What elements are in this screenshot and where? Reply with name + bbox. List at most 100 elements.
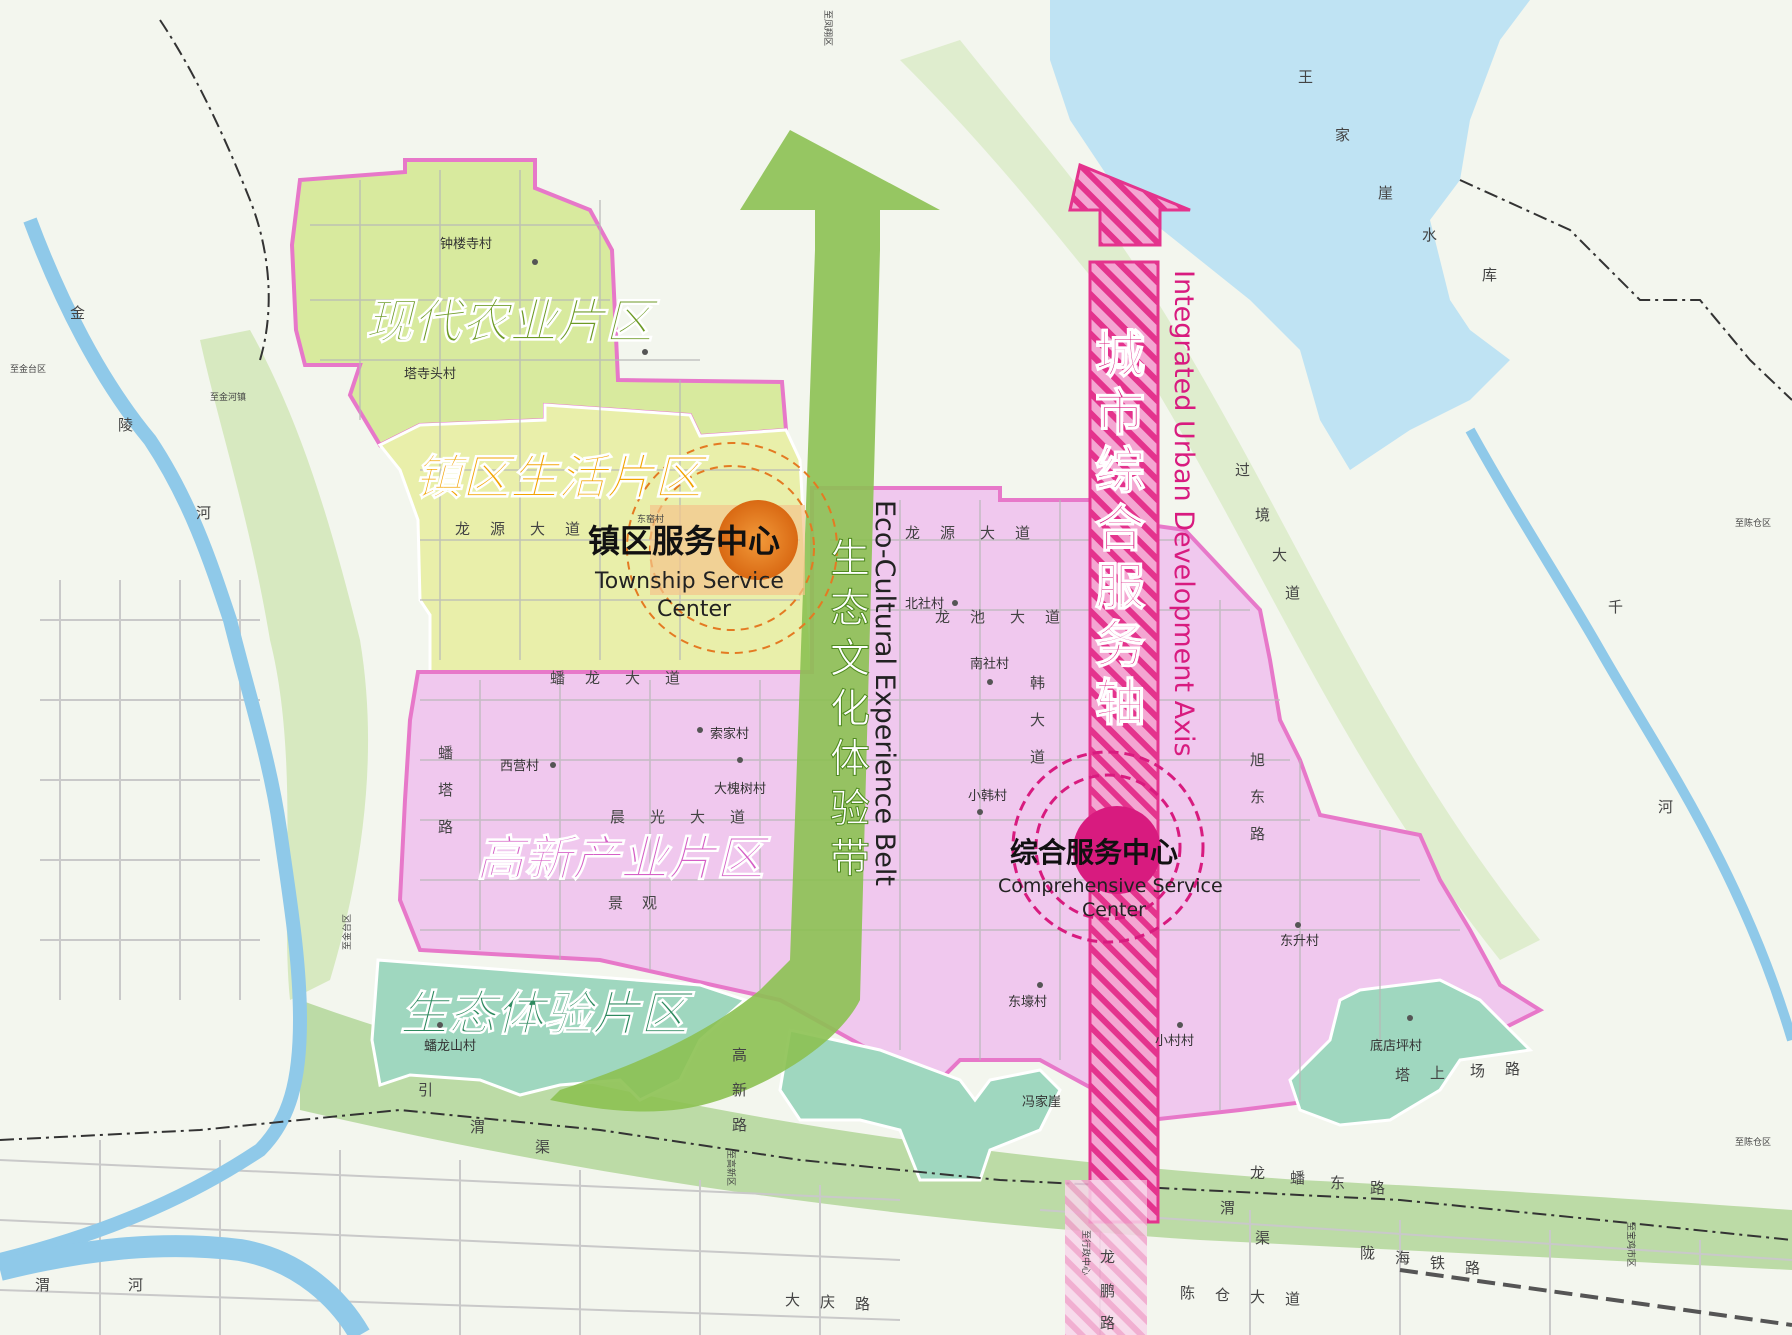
road-char: 源 — [940, 524, 955, 542]
road-char: 千 — [1608, 598, 1623, 616]
village-label: 塔寺头村 — [404, 367, 456, 382]
village-dot-icon — [532, 259, 538, 265]
road-char: 塔 — [438, 781, 453, 799]
road-char: 观 — [642, 894, 657, 912]
road-char: 东 — [1250, 788, 1265, 806]
road-char: 韩 — [1030, 674, 1045, 692]
road-char: 库 — [1482, 266, 1497, 284]
township-service-center — [626, 442, 838, 654]
road-char: 龙 — [905, 524, 920, 542]
village-label: 东升村 — [1280, 934, 1319, 949]
road-char: 渠 — [535, 1138, 550, 1156]
eco-belt-char: 带 — [830, 836, 870, 882]
urban-axis-char: 城 — [1095, 326, 1145, 384]
township-center-en2: Center — [657, 597, 732, 622]
road-char: 渠 — [1255, 1229, 1270, 1247]
zone-label-town: 镇区生活片区 — [414, 450, 709, 506]
road-char: 高 — [732, 1046, 747, 1064]
road-tag: 至陈仓区 — [1735, 517, 1771, 529]
road-char: 池 — [970, 608, 985, 626]
zone-eco-middle — [778, 1028, 1062, 1182]
road-char: 晨 — [610, 808, 625, 826]
road-char: 光 — [650, 808, 665, 826]
village-dot-icon — [437, 1022, 443, 1028]
road-char: 大 — [530, 520, 545, 538]
road-char: 大 — [785, 1291, 800, 1309]
urban-axis-bar-fade — [1065, 1180, 1147, 1335]
village-label: 东壕村 — [1008, 994, 1047, 1010]
township-center-en1: Township Service — [594, 569, 784, 594]
green-hill-band-east — [1100, 290, 1540, 960]
eco-belt-arrow — [550, 130, 940, 1112]
road-char: 大 — [625, 669, 640, 687]
road-char: 崖 — [1378, 184, 1393, 202]
road-char: 龙 — [935, 608, 950, 626]
road-char: 陇 — [1360, 1244, 1375, 1262]
township-center-cn: 镇区服务中心 — [588, 522, 780, 560]
railway — [1399, 1268, 1792, 1327]
road-char: 龙 — [1250, 1164, 1265, 1182]
urban-axis-char: 务 — [1095, 616, 1145, 674]
village-label: 西营村 — [500, 759, 539, 774]
village-label: 大槐树村 — [714, 781, 766, 797]
road-tag: 至金台区 — [10, 363, 46, 375]
road-char: 路 — [732, 1116, 747, 1134]
road-char: 道 — [1285, 1290, 1300, 1308]
village-dot-icon — [1177, 1022, 1183, 1028]
road-labels: 龙 源 大 道 龙 源 大 道 蟠 龙 大 道 龙 池 大 道 晨 光 大 道 … — [35, 68, 1673, 1332]
road-char: 道 — [730, 808, 745, 826]
road-tag: 至宝鸡市区 — [1625, 1222, 1637, 1267]
road-char: 道 — [665, 669, 680, 687]
urban-axis-arrow-head — [1068, 162, 1191, 247]
road-char: 河 — [1658, 798, 1673, 816]
road-char: 大 — [980, 524, 995, 542]
road-char: 路 — [1250, 825, 1265, 843]
zone-eco-east — [1288, 978, 1534, 1127]
village-dot-icon — [987, 679, 993, 685]
urban-axis-char: 服 — [1095, 558, 1145, 616]
road-char: 龙 — [1100, 1248, 1115, 1266]
road-char: 陵 — [118, 416, 133, 434]
road-char: 路 — [1465, 1259, 1480, 1277]
road-char: 蟠 — [550, 669, 565, 687]
green-hill-band-west — [200, 330, 369, 1000]
village-label: 南社村 — [970, 656, 1009, 672]
village-dot-icon — [977, 809, 983, 815]
village-dot-icon — [642, 349, 648, 355]
road-char: 道 — [1015, 524, 1030, 542]
village-label: 冯家崖 — [1022, 1094, 1061, 1110]
road-tag: 至金台区 — [341, 914, 353, 950]
village-dot-icon — [952, 600, 958, 606]
road-tag: 至高新区 — [725, 1150, 737, 1186]
road-char: 龙 — [455, 520, 470, 538]
road-char: 塔 — [1395, 1066, 1410, 1084]
road-char: 家 — [1335, 126, 1350, 144]
village-label: 东窑村 — [637, 513, 664, 525]
urban-axis-char: 合 — [1095, 500, 1145, 558]
road-char: 上 — [1430, 1064, 1445, 1082]
village-label: 钟楼寺村 — [440, 236, 492, 252]
road-tag: 至陈仓区 — [1735, 1136, 1771, 1148]
road-char: 鹏 — [1100, 1282, 1115, 1300]
admin-boundary-north — [159, 19, 1792, 401]
weihe-river — [0, 1235, 370, 1335]
comprehensive-center-en2: Center — [1082, 899, 1146, 921]
eco-belt-char: 验 — [830, 786, 870, 832]
zone-label-agri: 现代农业片区 — [365, 294, 660, 350]
road-char: 金 — [70, 304, 85, 322]
comprehensive-service-center — [1011, 750, 1205, 944]
village-label: 底店坪村 — [1370, 1038, 1422, 1054]
road-char: 道 — [1285, 584, 1300, 602]
road-char: 渭 — [1220, 1199, 1235, 1217]
eco-belt-cn-label: 生 态 文 化 体 验 带 — [830, 536, 871, 883]
village-dot-icon — [697, 727, 703, 733]
road-char: 道 — [1030, 748, 1045, 766]
village-label: 小韩村 — [968, 789, 1007, 804]
eco-belt-char: 化 — [830, 686, 870, 732]
road-tag: 至金河镇 — [210, 391, 246, 403]
village-markers: 钟楼寺村 塔寺头村 北社村 南社村 西营村 索家村 大槐树村 小韩村 东升村 东… — [404, 236, 1422, 1110]
village-label: 蟠龙山村 — [424, 1039, 476, 1054]
eco-belt-char: 文 — [830, 636, 870, 682]
road-char: 道 — [565, 520, 580, 538]
